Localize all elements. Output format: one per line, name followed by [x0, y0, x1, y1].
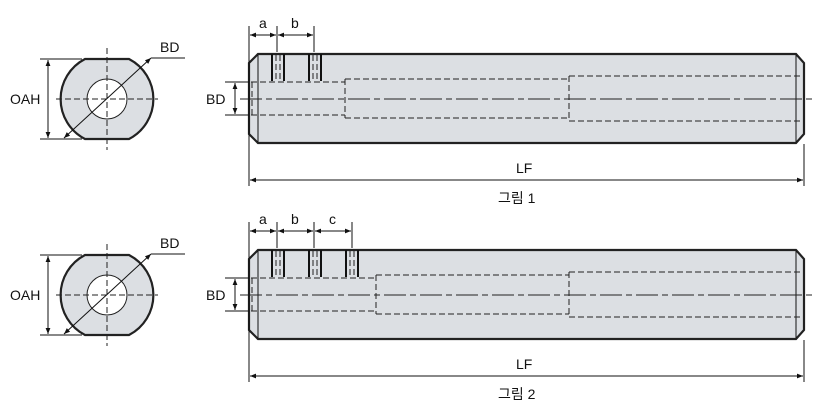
lf-label: LF [516, 160, 532, 176]
dim-b-label: b [291, 211, 299, 227]
dim-a-label: a [259, 15, 267, 31]
end-view: OAH BD [10, 39, 185, 150]
figure-caption: 그림 2 [498, 386, 536, 402]
side-view: a b BD LF 그림 1 [206, 15, 815, 206]
side-view: a b c BD LF 그림 2 [206, 211, 815, 402]
screw-2 [308, 250, 322, 278]
bd-end-label: BD [160, 235, 179, 251]
bd-side-label: BD [206, 287, 225, 303]
dim-b-label: b [291, 15, 299, 31]
dim-a-label: a [259, 211, 267, 227]
screw-3 [345, 250, 359, 278]
lf-label: LF [516, 356, 532, 372]
screw-1 [271, 54, 285, 82]
screw-1 [271, 250, 285, 278]
bd-leader [63, 57, 152, 139]
screw-2 [308, 54, 322, 82]
end-view: OAH BD [10, 235, 185, 346]
bd-side-label: BD [206, 91, 225, 107]
figure-caption: 그림 1 [498, 190, 536, 206]
oah-label: OAH [10, 287, 40, 303]
bd-end-label: BD [160, 39, 179, 55]
dim-c-label: c [329, 211, 336, 227]
figure-2: OAH BD a b c BD [10, 211, 815, 402]
oah-label: OAH [10, 91, 40, 107]
figure-1: OAH BD a b BD LF 그림 1 [10, 15, 815, 206]
